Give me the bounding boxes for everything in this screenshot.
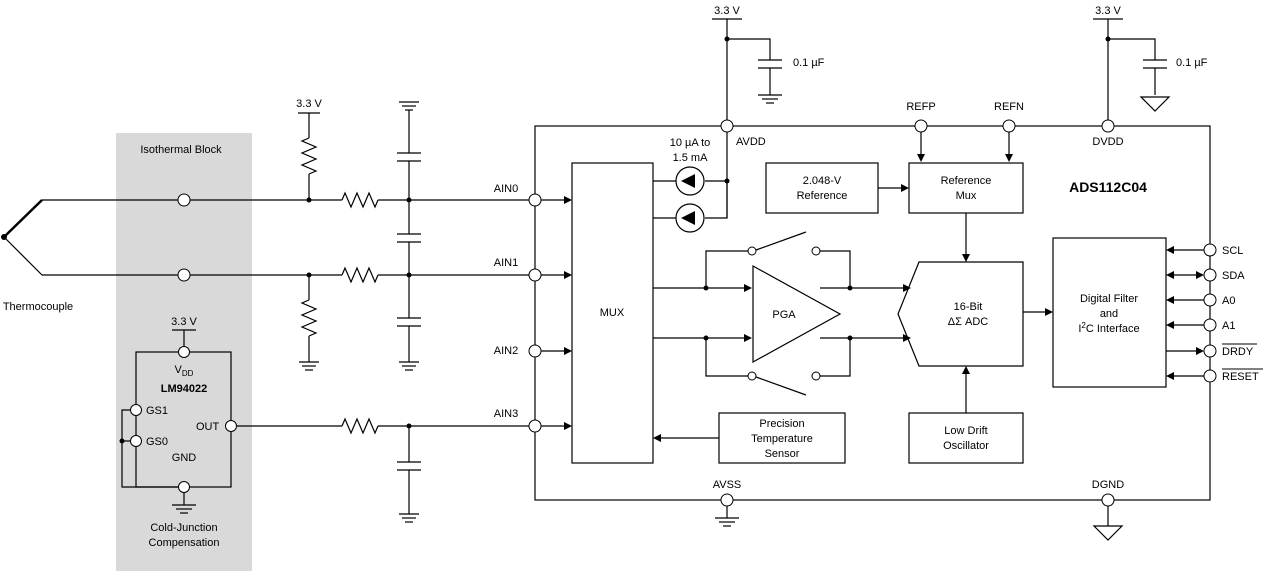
lm94022-name: LM94022 xyxy=(161,383,207,395)
lm94022-gnd-pin xyxy=(178,481,190,493)
avss-pin xyxy=(720,493,734,507)
pga-amplifier xyxy=(752,264,842,364)
lm94022-vdd-pin xyxy=(178,346,190,358)
ain1-label: AIN1 xyxy=(494,257,518,269)
avss-label: AVSS xyxy=(713,479,742,491)
lm94022-gs1-pin xyxy=(130,404,142,416)
dvdd-label: DVDD xyxy=(1092,136,1123,148)
dvdd-pin xyxy=(1101,119,1115,133)
reference-mux-block xyxy=(908,162,1024,214)
dgnd-ground-symbol xyxy=(1092,525,1124,541)
refp-pin xyxy=(914,119,928,133)
drdy-pin xyxy=(1203,344,1217,358)
ain2-label: AIN2 xyxy=(494,345,518,357)
filter-capacitor-network xyxy=(397,101,421,523)
bias-supply-label: 3.3 V xyxy=(296,98,322,110)
chip-name-label: ADS112C04 xyxy=(1069,179,1147,195)
adc-line1: 16-Bit xyxy=(954,301,983,313)
lm94022-out-pin xyxy=(225,420,237,432)
lm94022-vdd-label: VDD xyxy=(175,364,194,378)
gnd-label: GND xyxy=(172,452,197,464)
adc-block xyxy=(897,261,1024,367)
a1-pin xyxy=(1203,318,1217,332)
avdd-supply-label: 3.3 V xyxy=(714,5,740,17)
digital-filter-line1: Digital Filter xyxy=(1080,293,1138,305)
bias-pulldown-resistor xyxy=(300,299,318,337)
isothermal-block-label: Isothermal Block xyxy=(140,144,222,156)
cjc-supply-label: 3.3 V xyxy=(171,316,197,328)
pga-label: PGA xyxy=(772,309,796,321)
gs0-label: GS0 xyxy=(146,436,168,448)
reset-label: RESET xyxy=(1222,371,1259,383)
oscillator-block xyxy=(908,412,1024,464)
dvdd-supply-label: 3.3 V xyxy=(1095,5,1121,17)
lm94022-gs0-pin xyxy=(130,435,142,447)
gs1-label: GS1 xyxy=(146,405,168,417)
internal-reference-block xyxy=(765,162,879,214)
digital-filter-block xyxy=(1052,237,1167,388)
idac-label-line1: 10 µA to xyxy=(670,137,711,149)
dvdd-cap-ground xyxy=(1139,96,1171,112)
ain2-pin xyxy=(528,344,542,358)
resistor-ain3 xyxy=(341,417,379,435)
dgnd-label: DGND xyxy=(1092,479,1124,491)
mux-block xyxy=(571,162,654,464)
sensor-line2: Temperature xyxy=(751,433,813,445)
internal-reference-line2: Reference xyxy=(797,190,848,202)
a0-label: A0 xyxy=(1222,295,1235,307)
iso-terminal-bottom xyxy=(177,268,191,282)
avdd-label: AVDD xyxy=(736,136,766,148)
sensor-line3: Sensor xyxy=(765,448,800,460)
oscillator-line2: Oscillator xyxy=(943,440,989,452)
drdy-label: DRDY xyxy=(1222,346,1254,358)
bias-pullup-resistor xyxy=(300,137,318,175)
a1-label: A1 xyxy=(1222,320,1235,332)
reset-pin xyxy=(1203,369,1217,383)
avdd-pin xyxy=(720,119,734,133)
pga-signal-path xyxy=(653,231,911,396)
ads112c04-chip-outline xyxy=(534,125,1211,501)
digital-filter-line2: and xyxy=(1100,308,1118,320)
avdd-cap-label: 0.1 µF xyxy=(793,57,825,69)
reference-mux-line1: Reference xyxy=(941,175,992,187)
digital-pin-arrows xyxy=(1166,246,1204,380)
resistor-ain1 xyxy=(341,266,379,284)
mux-label: MUX xyxy=(600,307,625,319)
dgnd-pin xyxy=(1101,493,1115,507)
dvdd-cap-label: 0.1 µF xyxy=(1176,57,1208,69)
refn-label: REFN xyxy=(994,101,1024,113)
adc-line2: ΔΣ ADC xyxy=(948,316,988,328)
a0-pin xyxy=(1203,293,1217,307)
iso-terminal-top xyxy=(177,193,191,207)
refn-pin xyxy=(1002,119,1016,133)
ain3-pin xyxy=(528,419,542,433)
digital-filter-line3: I2C Interface xyxy=(1078,321,1139,335)
internal-reference-line1: 2.048-V xyxy=(803,175,842,187)
scl-pin xyxy=(1203,243,1217,257)
thermocouple-label: Thermocouple xyxy=(3,301,73,313)
ain3-label: AIN3 xyxy=(494,408,518,420)
cjc-label-line2: Compensation xyxy=(149,537,220,549)
out-label: OUT xyxy=(196,421,220,433)
thermocouple xyxy=(1,199,43,276)
sda-pin xyxy=(1203,268,1217,282)
sensor-line1: Precision xyxy=(759,418,804,430)
ain0-label: AIN0 xyxy=(494,183,518,195)
ain0-pin xyxy=(528,193,542,207)
refp-label: REFP xyxy=(906,101,935,113)
cjc-label-line1: Cold-Junction xyxy=(150,522,217,534)
ain1-pin xyxy=(528,268,542,282)
reference-mux-line2: Mux xyxy=(956,190,977,202)
resistor-ain0 xyxy=(341,191,379,209)
scl-label: SCL xyxy=(1222,245,1243,257)
idac-label-line2: 1.5 mA xyxy=(673,152,709,164)
sda-label: SDA xyxy=(1222,270,1245,282)
oscillator-line1: Low Drift xyxy=(944,425,987,437)
